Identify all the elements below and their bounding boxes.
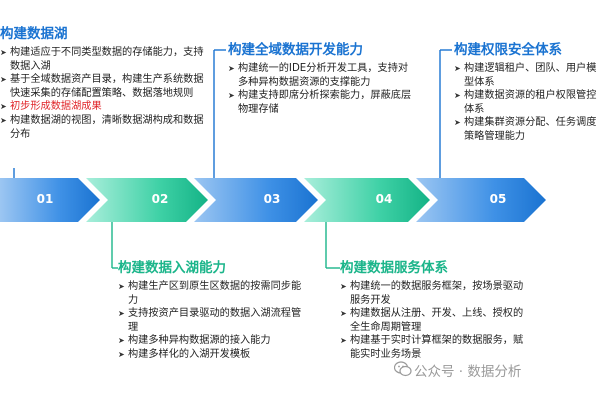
list-item: ➤构建支持即席分析探索能力，屏蔽底层物理存储 xyxy=(228,90,412,115)
bullet-arrow-icon: ➤ xyxy=(118,309,125,319)
wechat-icon xyxy=(394,361,412,377)
step-number-03: 03 xyxy=(263,192,281,206)
list-item: ➤构建数据资源的租户权限管控体系 xyxy=(454,90,597,115)
step-number-05: 05 xyxy=(489,192,507,206)
arrow-step-04 xyxy=(304,178,430,222)
arrow-step-05 xyxy=(416,178,546,222)
list-item: ➤构建多种异构数据源的接入能力 xyxy=(118,335,271,347)
stage-3-block: 构建全域数据开发能力 ➤构建统一的IDE分析开发工具，支持对多种异构数据资源的支… xyxy=(228,42,418,116)
stage-4-block: 构建数据服务体系 ➤构建统一的数据服务框架，按场景驱动服务开发 ➤构建数据从注册… xyxy=(340,260,530,362)
bullet-arrow-icon: ➤ xyxy=(340,309,347,319)
stage-1-title: 构建数据湖 xyxy=(0,26,68,42)
bullet-arrow-icon: ➤ xyxy=(228,91,235,101)
stage-5-list: ➤构建逻辑租户、团队、用户模型体系 ➤构建数据资源的租户权限管控体系 ➤构建集群… xyxy=(454,62,598,144)
list-item: ➤构建数据从注册、开发、上线、授权的全生命周期管理 xyxy=(340,308,524,333)
step-number-01: 01 xyxy=(36,192,54,206)
list-item: ➤构建基于实时计算框架的数据服务，赋能实时业务场景 xyxy=(340,335,524,360)
list-item: ➤构建集群资源分配、任务调度策略管理能力 xyxy=(454,117,597,142)
stage-2-title: 构建数据入湖能力 xyxy=(118,260,226,276)
list-item: ➤构建生产区到原生区数据的按需同步能力 xyxy=(118,281,302,306)
connector-02 xyxy=(111,222,118,269)
stage-3-list: ➤构建统一的IDE分析开发工具，支持对多种异构数据资源的支撑能力 ➤构建支持即席… xyxy=(228,62,418,116)
list-item: ➤构建统一的IDE分析开发工具，支持对多种异构数据资源的支撑能力 xyxy=(228,63,409,88)
connector-05 xyxy=(439,49,452,178)
connector-03 xyxy=(213,49,226,178)
bullet-arrow-icon: ➤ xyxy=(118,336,125,346)
list-item: ➤构建统一的数据服务框架，按场景驱动服务开发 xyxy=(340,281,524,306)
stage-1-block: 构建数据湖 ➤构建适应于不同类型数据的存储能力，支持数据入湖 ➤基于全域数据资产… xyxy=(0,26,204,141)
bullet-arrow-icon: ➤ xyxy=(454,118,461,128)
arrow-step-01 xyxy=(0,178,100,222)
bullet-arrow-icon: ➤ xyxy=(0,48,7,57)
bullet-arrow-icon: ➤ xyxy=(454,91,461,101)
list-item: ➤构建逻辑租户、团队、用户模型体系 xyxy=(454,63,597,88)
bullet-arrow-icon: ➤ xyxy=(228,64,235,73)
arrow-step-02 xyxy=(86,178,208,222)
stage-2-block: 构建数据入湖能力 ➤构建生产区到原生区数据的按需同步能力 ➤支持按资产目录驱动的… xyxy=(118,260,304,362)
stage-3-title: 构建全域数据开发能力 xyxy=(228,42,363,58)
list-item: ➤支持按资产目录驱动的数据入湖流程管理 xyxy=(118,308,302,333)
stage-5-title: 构建权限安全体系 xyxy=(454,42,562,58)
stage-2-list: ➤构建生产区到原生区数据的按需同步能力 ➤支持按资产目录驱动的数据入湖流程管理 … xyxy=(118,280,304,362)
list-item: ➤构建数据湖的视图，清晰数据湖构成和数据分布 xyxy=(0,114,204,140)
stage-4-list: ➤构建统一的数据服务框架，按场景驱动服务开发 ➤构建数据从注册、开发、上线、授权… xyxy=(340,280,530,362)
bullet-arrow-icon: ➤ xyxy=(340,336,347,346)
stage-4-title: 构建数据服务体系 xyxy=(340,260,448,276)
bullet-arrow-icon: ➤ xyxy=(454,64,461,73)
bullet-arrow-icon: ➤ xyxy=(118,349,125,359)
bullet-arrow-icon: ➤ xyxy=(0,75,7,85)
bullet-arrow-icon: ➤ xyxy=(0,102,7,112)
bullet-arrow-icon: ➤ xyxy=(340,282,347,291)
arrow-step-03 xyxy=(194,178,318,222)
step-number-04: 04 xyxy=(375,192,393,206)
list-item: ➤构建适应于不同类型数据的存储能力，支持数据入湖 xyxy=(0,47,204,72)
bullet-arrow-icon: ➤ xyxy=(0,115,7,125)
watermark-text: 公众号 · 数据分析 xyxy=(414,364,522,380)
stage-1-list: ➤构建适应于不同类型数据的存储能力，支持数据入湖 ➤基于全域数据资产目录，构建生… xyxy=(0,46,204,141)
list-item: ➤基于全域数据资产目录，构建生产系统数据快速采集的存储配置策略、数据落地规则 xyxy=(0,74,204,99)
connector-04 xyxy=(325,222,340,269)
bullet-arrow-icon: ➤ xyxy=(118,282,125,291)
stage-5-block: 构建权限安全体系 ➤构建逻辑租户、团队、用户模型体系 ➤构建数据资源的租户权限管… xyxy=(454,42,598,144)
step-number-02: 02 xyxy=(151,192,169,206)
list-item: ➤构建多样化的入湖开发模板 xyxy=(118,348,251,360)
list-item-highlight: ➤初步形成数据湖成果 xyxy=(0,101,102,113)
